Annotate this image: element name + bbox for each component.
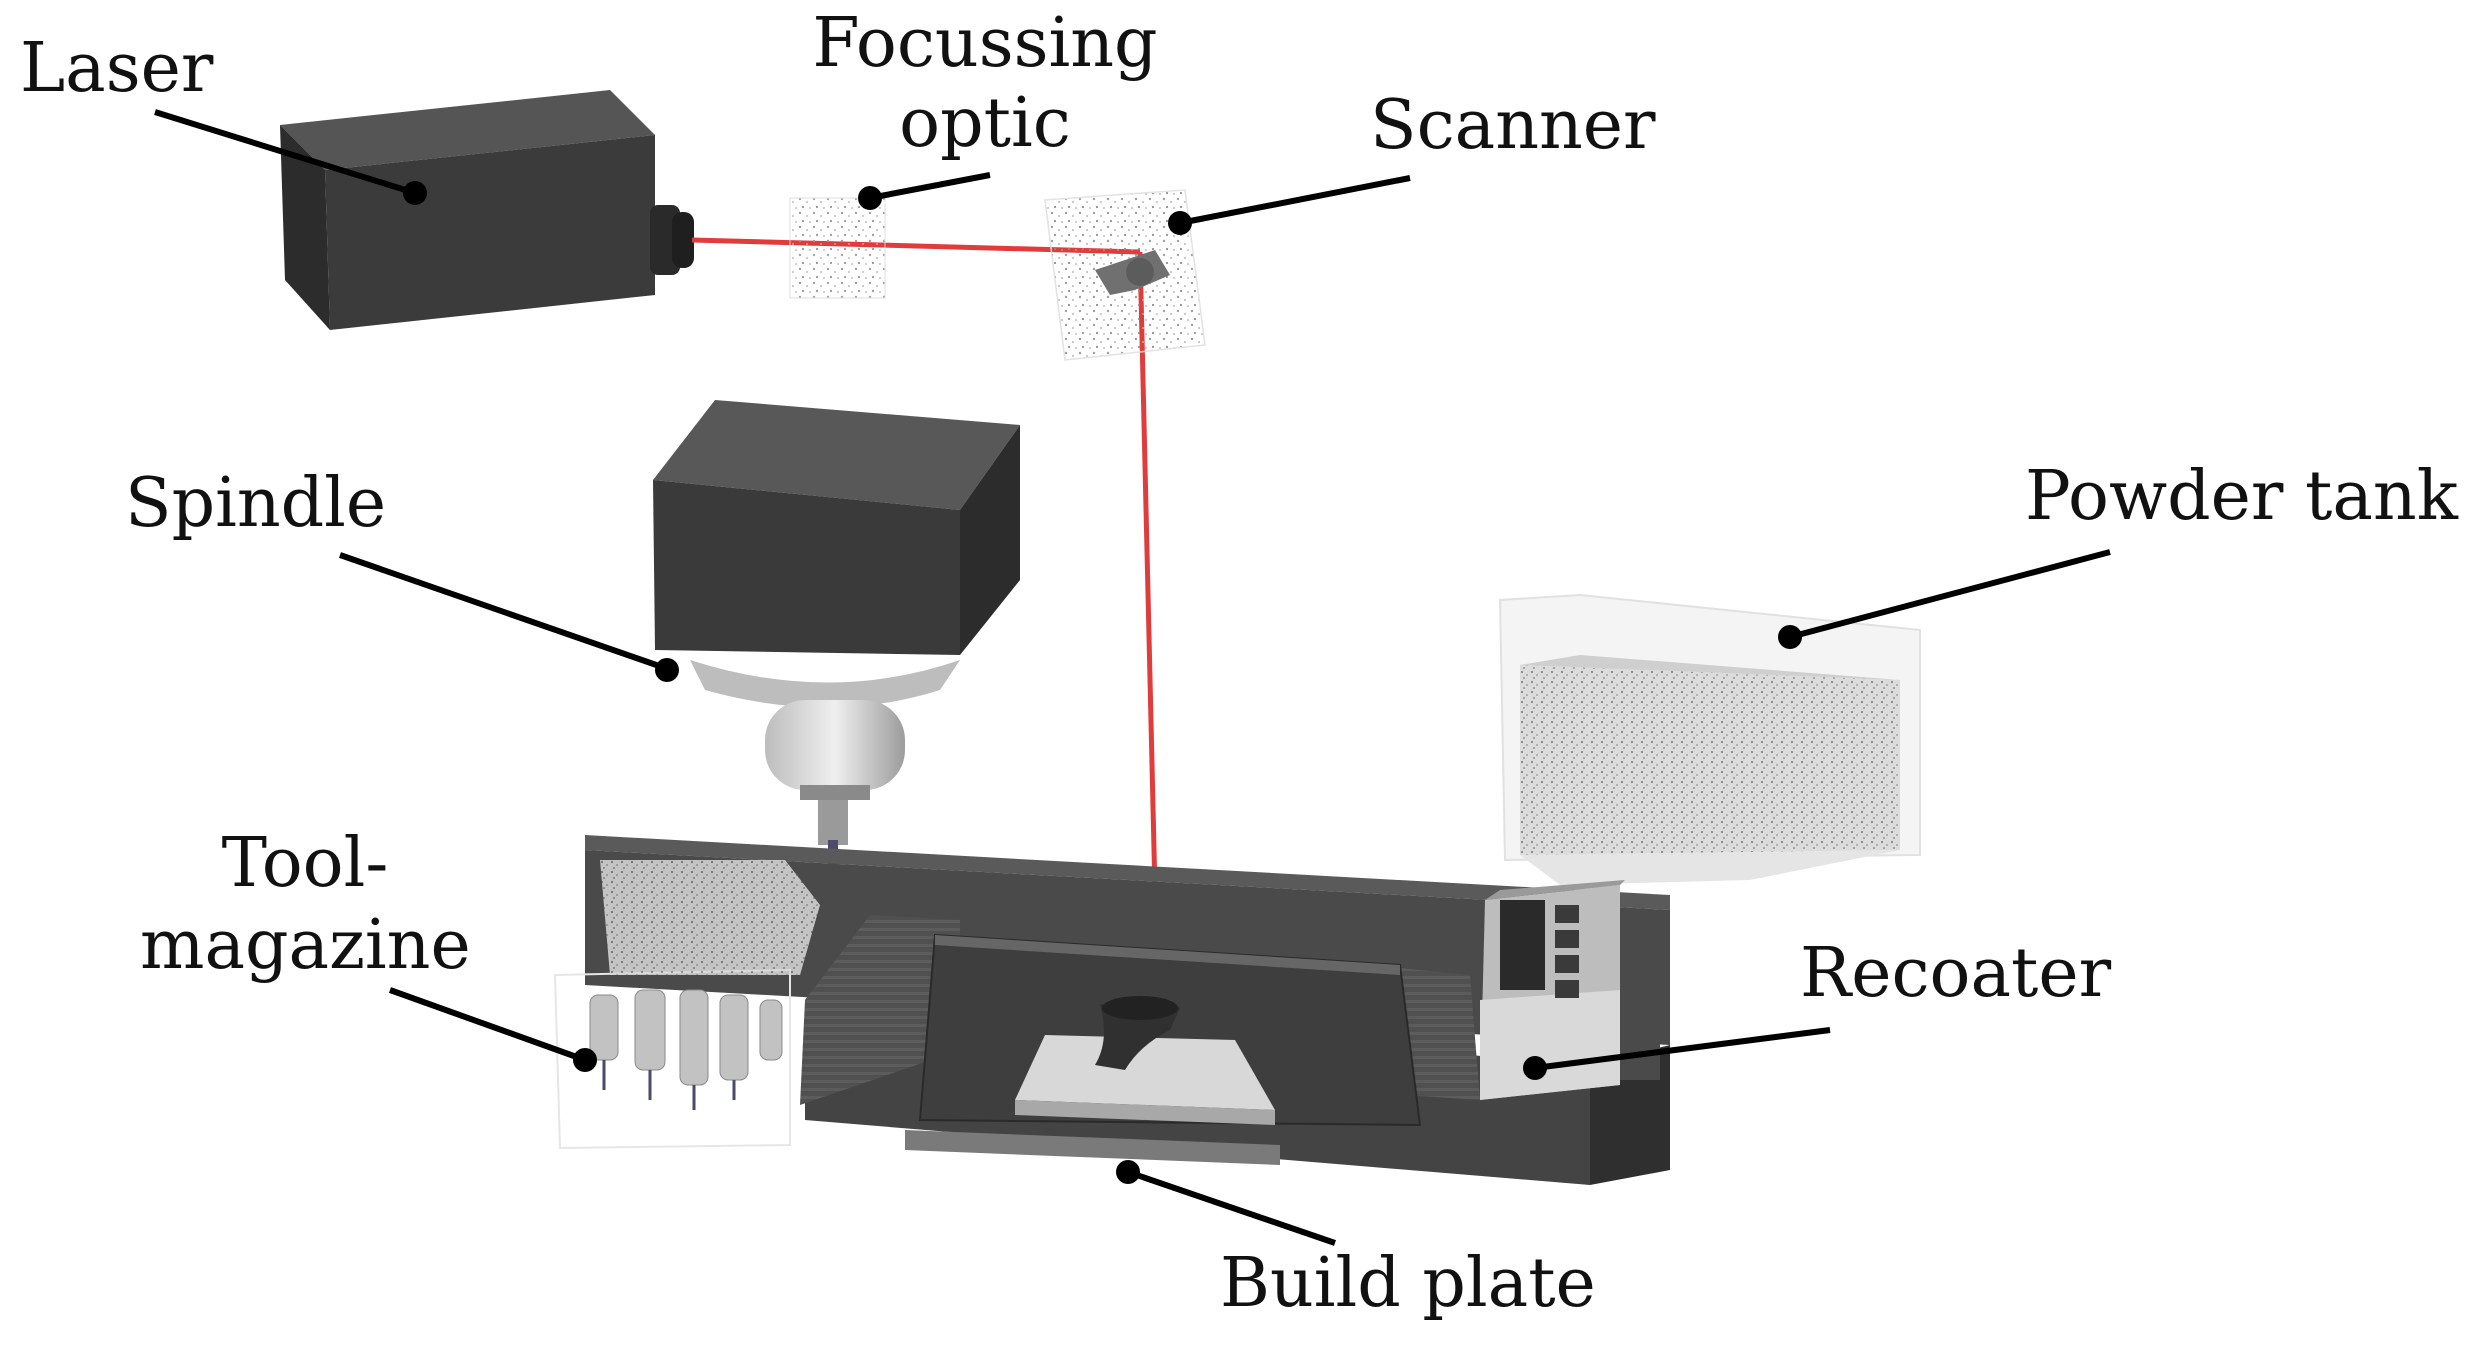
focussing-optic (789, 197, 886, 299)
powder-tank (1498, 593, 1921, 885)
leader-spindle (339, 552, 666, 671)
dot-focussing-optic (858, 186, 882, 210)
label-build-plate: Build plate (1220, 1244, 1596, 1323)
label-tool-magazine-line1: Tool- (221, 824, 389, 903)
label-recoater: Recoater (1800, 934, 2112, 1013)
tool-magazine (553, 860, 820, 1150)
dot-laser (403, 181, 427, 205)
dot-spindle (655, 658, 679, 682)
label-scanner: Scanner (1370, 86, 1656, 165)
recoater (1480, 880, 1660, 1100)
label-spindle: Spindle (125, 464, 387, 543)
dot-recoater (1523, 1056, 1547, 1080)
leader-recoater (1534, 1027, 1831, 1071)
leader-dots (403, 181, 1802, 1184)
leader-focussing-optic (869, 172, 991, 201)
laser-unit (280, 90, 694, 330)
leader-scanner (1179, 175, 1411, 226)
label-tool-magazine-line2: magazine (140, 906, 471, 985)
spindle (653, 400, 1020, 870)
build-plate (1015, 996, 1275, 1125)
label-laser: Laser (20, 29, 214, 108)
leader-tool-magazine (388, 987, 587, 1063)
leader-laser (154, 109, 416, 196)
leader-powder-tank (1789, 549, 2111, 640)
scanner (1044, 189, 1206, 361)
dot-tool-magazine (573, 1048, 597, 1072)
label-powder-tank: Powder tank (2025, 457, 2458, 536)
label-focussing-optic-line1: Focussing (812, 4, 1158, 83)
leader-build-plate (1127, 1169, 1336, 1246)
dot-scanner (1168, 211, 1192, 235)
label-focussing-optic-line2: optic (899, 84, 1071, 163)
leader-lines (154, 109, 2111, 1246)
dot-build-plate (1116, 1160, 1140, 1184)
dot-powder-tank (1778, 625, 1802, 649)
